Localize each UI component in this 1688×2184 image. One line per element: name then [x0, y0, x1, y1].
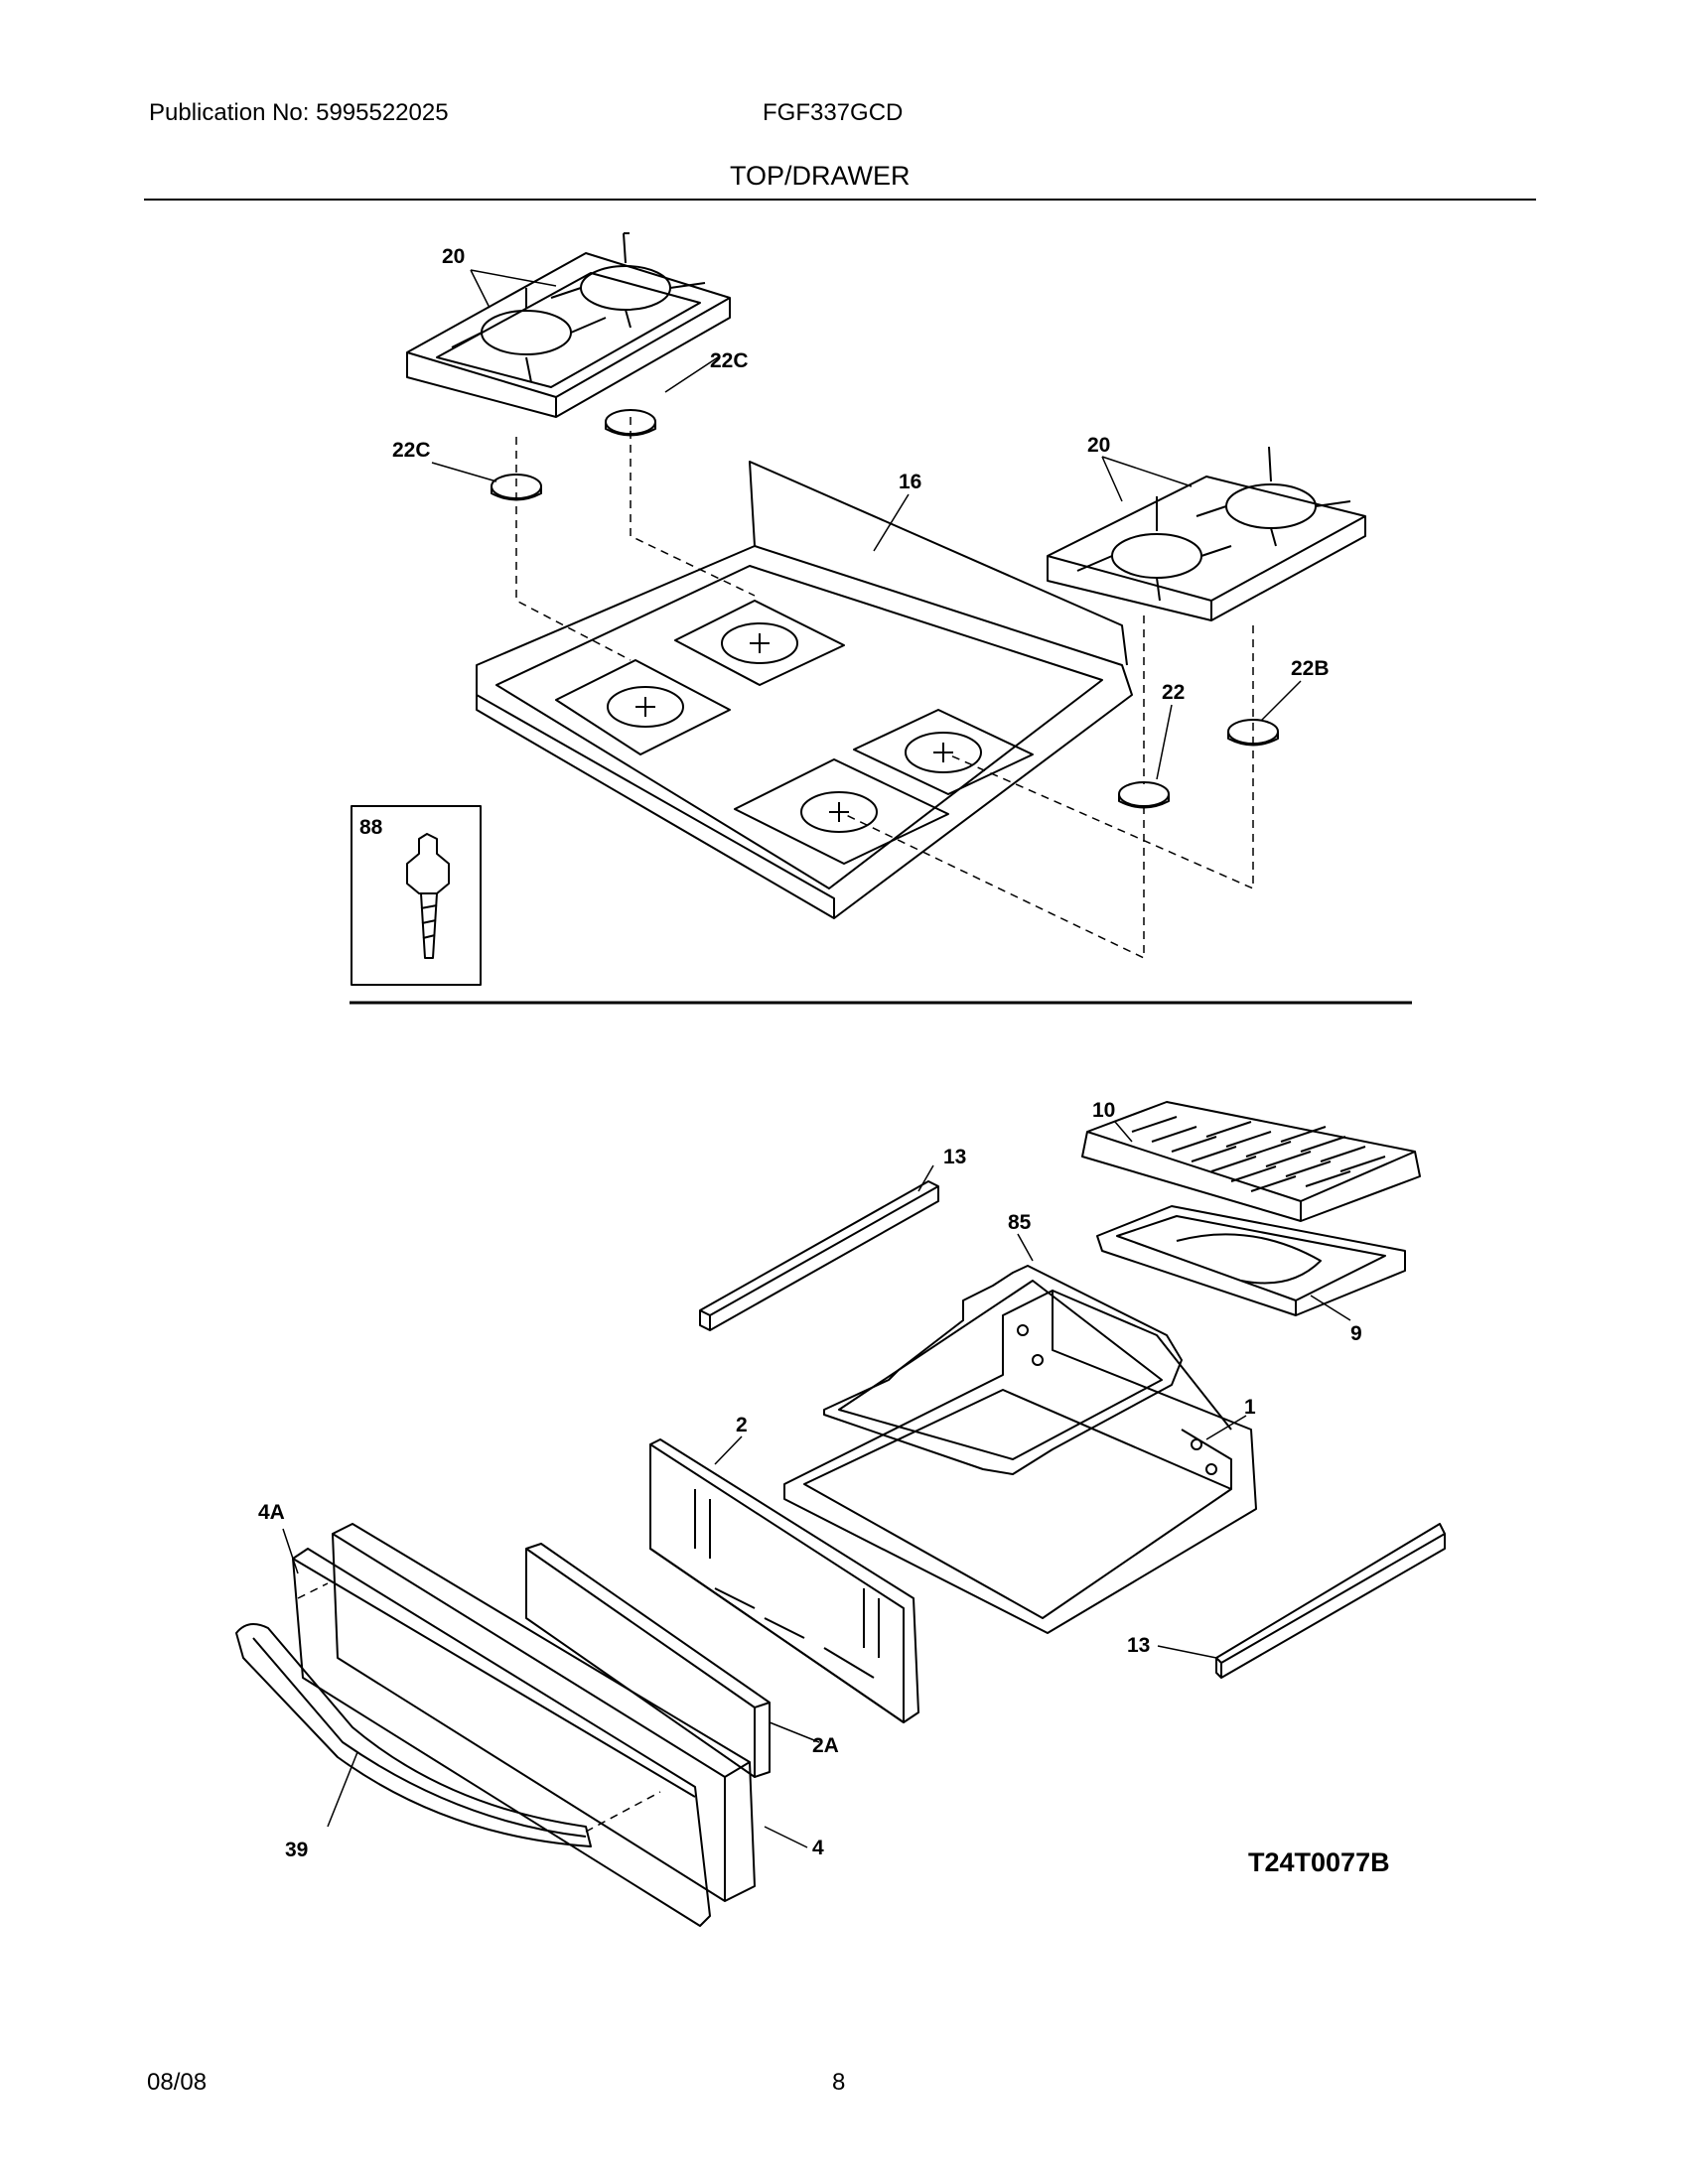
callout-cap-left-back: 22C — [710, 349, 749, 372]
callout-handle: 39 — [285, 1839, 308, 1861]
drawer-panel-insert — [525, 1543, 771, 1778]
callout-cap-right-back: 22B — [1291, 657, 1330, 680]
top-alignment-lines — [515, 417, 1254, 959]
drawer-front — [292, 1523, 756, 1927]
footer-page-number: 8 — [832, 2069, 846, 2096]
callout-labels: 20 22C 22C 16 20 22 22B 88 10 13 85 9 2 … — [258, 245, 1390, 1877]
right-burner-grate — [1047, 446, 1366, 621]
right-burner-caps — [1118, 719, 1279, 809]
callout-drawer-front: 4 — [812, 1837, 824, 1859]
left-burner-grate — [406, 232, 731, 418]
callout-cooktop: 16 — [899, 471, 921, 493]
callout-grate-right: 20 — [1087, 434, 1110, 457]
callout-drawer-front-outer: 4A — [258, 1501, 285, 1524]
drawer-handle — [235, 1623, 592, 1847]
callout-drawer-body: 1 — [1244, 1396, 1256, 1419]
broiler-insert — [1081, 1101, 1421, 1222]
callout-screw: 88 — [359, 816, 383, 839]
callout-rail-top: 13 — [943, 1146, 966, 1168]
drawer-alignment-lines — [297, 1582, 661, 1833]
callout-cap-right-front: 22 — [1162, 681, 1185, 704]
drawer-body — [783, 1290, 1257, 1634]
callout-drawer-back: 2 — [736, 1414, 748, 1436]
model-number: FGF337GCD — [763, 99, 904, 126]
drawer-rail-bottom — [1215, 1523, 1446, 1679]
broiler-pan — [1096, 1205, 1406, 1316]
section-title: TOP/DRAWER — [730, 161, 911, 191]
drawer-back — [649, 1438, 919, 1723]
callout-broiler-pan: 9 — [1350, 1322, 1362, 1345]
callout-panel-insert: 2A — [812, 1734, 839, 1757]
publication-number: Publication No: 5995522025 — [149, 99, 449, 126]
callout-rack: 85 — [1008, 1211, 1032, 1234]
drawer-rack — [823, 1265, 1183, 1475]
callout-broiler-insert: 10 — [1092, 1099, 1115, 1122]
callout-rail-bottom: 13 — [1127, 1634, 1150, 1657]
leader-lines — [282, 269, 1351, 1848]
diagram-code: T24T0077B — [1248, 1847, 1390, 1877]
screw-detail-box — [351, 805, 482, 986]
callout-grate-left: 20 — [442, 245, 465, 268]
callout-cap-left-front: 22C — [392, 439, 431, 462]
footer-date: 08/08 — [147, 2069, 208, 2096]
cooktop — [476, 461, 1133, 919]
drawer-rail-top — [699, 1180, 939, 1331]
header-divider — [144, 199, 1536, 201]
